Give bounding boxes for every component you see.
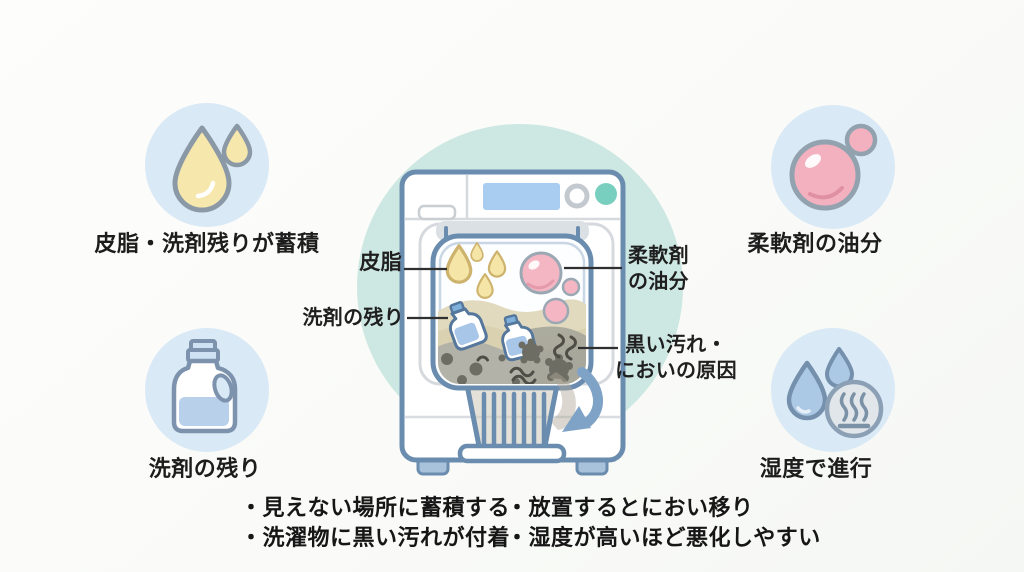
drum-contents: [438, 242, 586, 384]
humidity-steam-icon: [771, 328, 895, 452]
label-sebum-residue-accumulates: 皮脂・洗剤残りが蓄積: [94, 231, 320, 256]
oil-drops-icon: [145, 103, 269, 227]
washer-control-panel: [405, 175, 620, 221]
label-connector-lines: [404, 266, 622, 350]
note-text: 見えない場所に蓄積する: [262, 495, 511, 520]
panel-knob: [564, 183, 590, 209]
label-softener-oil-line2: の油分: [628, 271, 689, 293]
note-worse-with-humidity: ・湿度が高いほど悪化しやすい: [506, 520, 821, 552]
note-odor-transfer: ・放置するとにおい移り: [506, 490, 754, 522]
label-sebum: 皮脂: [359, 251, 402, 274]
bullet-dot: ・: [506, 525, 529, 550]
note-text: 放置するとにおい移り: [528, 495, 754, 520]
label-humidity-progresses: 湿度で進行: [759, 456, 873, 481]
drain-tray: [457, 443, 567, 464]
label-dirt-odor-cause: 黒い汚れ・ においの原因: [606, 332, 746, 384]
label-softener-oil-line1: 柔軟剤: [628, 245, 689, 267]
note-black-stains-on-laundry: ・洗濯物に黒い汚れが付着: [240, 520, 510, 552]
drain-filter: [457, 387, 567, 464]
label-detergent-residue-corner: 洗剤の残り: [148, 456, 262, 481]
sludge-spill: [549, 372, 576, 430]
label-dirt-odor-line1: 黒い汚れ・: [625, 334, 727, 356]
label-softener-oil-corner: 柔軟剤の油分: [747, 231, 883, 256]
note-text: 湿度が高いほど悪化しやすい: [528, 525, 821, 550]
label-dirt-odor-line2: においの原因: [615, 360, 737, 382]
lid-handle: [417, 204, 457, 221]
label-softener-oil: 柔軟剤 の油分: [628, 243, 689, 295]
steam-lines: [839, 392, 869, 422]
power-button-teal: [595, 183, 617, 205]
note-text: 洗濯物に黒い汚れが付着: [262, 525, 511, 550]
drum-hinge-stubs: [444, 226, 580, 240]
softener-bubbles-in-drum: [519, 251, 581, 325]
sediment-gray-dark: [520, 326, 586, 384]
bullet-dot: ・: [240, 525, 263, 550]
detergent-bottle-icon: [145, 328, 269, 452]
label-detergent-residue: 洗剤の残り: [302, 307, 404, 329]
note-hidden-accumulation: ・見えない場所に蓄積する: [240, 490, 510, 522]
softener-bubbles-icon: [771, 105, 895, 229]
washing-machine-illustration: [357, 124, 683, 476]
odor-squiggles: [476, 333, 577, 384]
dirt-particles: [441, 338, 573, 384]
panel-display: [483, 183, 560, 210]
bullet-dot: ・: [240, 495, 263, 520]
bullet-dot: ・: [506, 495, 529, 520]
flow-arrow: [562, 367, 603, 432]
